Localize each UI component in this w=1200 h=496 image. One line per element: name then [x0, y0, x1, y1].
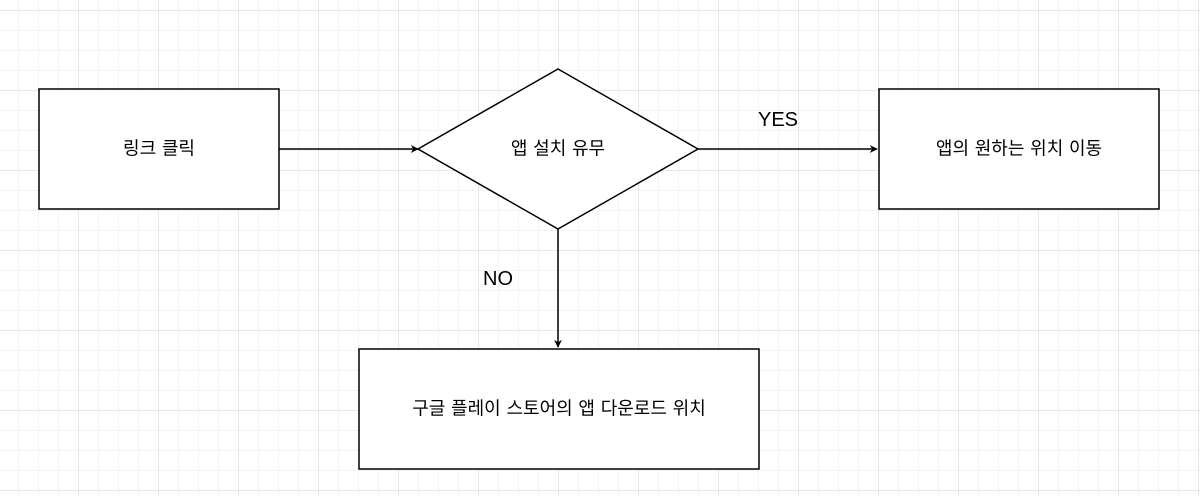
node-label: 앱의 원하는 위치 이동	[936, 139, 1102, 160]
node-app-installed-decision[interactable]: 앱 설치 유무	[416, 68, 700, 230]
node-open-app-location[interactable]: 앱의 원하는 위치 이동	[878, 88, 1160, 210]
node-label: 구글 플레이 스토어의 앱 다운로드 위치	[412, 399, 706, 420]
decision-diamond[interactable]	[416, 68, 700, 230]
edge-label-no: NO	[483, 268, 513, 290]
node-label: 앱 설치 유무	[511, 139, 605, 160]
process-box[interactable]	[878, 88, 1160, 210]
edge-decision-to-yes[interactable]: YES	[698, 109, 878, 153]
process-box[interactable]	[38, 88, 280, 210]
edge-label-yes: YES	[758, 109, 798, 131]
node-play-store-download[interactable]: 구글 플레이 스토어의 앱 다운로드 위치	[358, 348, 760, 470]
node-label: 링크 클릭	[123, 139, 195, 160]
edge-decision-to-no[interactable]: NO	[483, 229, 562, 348]
process-box[interactable]	[358, 348, 760, 470]
node-link-click[interactable]: 링크 클릭	[38, 88, 280, 210]
